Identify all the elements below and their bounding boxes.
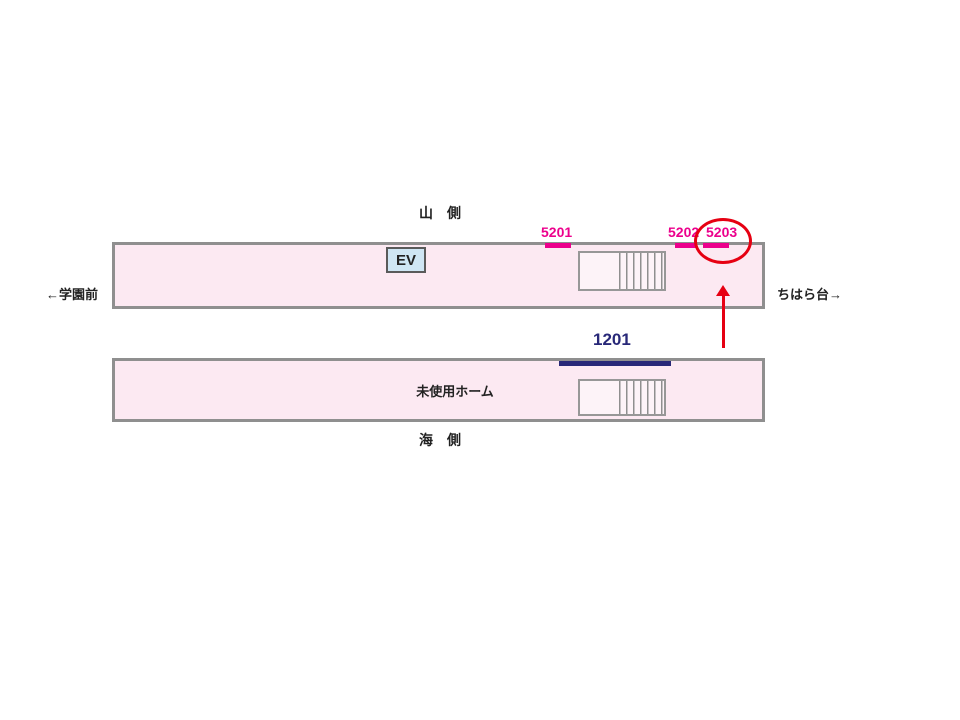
highlight-arrow-head-icon	[716, 285, 730, 296]
stairs-steps-icon	[618, 381, 664, 414]
highlight-arrow-line	[722, 295, 725, 348]
ad-label-5201: 5201	[541, 224, 573, 240]
elevator-box: EV	[386, 247, 426, 273]
direction-right-label: ちはら台→	[777, 287, 843, 302]
ad-mark-1201	[559, 361, 671, 366]
top-platform	[112, 242, 765, 309]
direction-left-label: ←学園前	[46, 287, 99, 302]
ad-mark-5201	[545, 243, 571, 248]
ad-label-5202: 5202	[668, 224, 700, 240]
ad-label-1201: 1201	[593, 330, 631, 349]
sea-side-label: 海 側	[419, 432, 461, 448]
highlight-circle-5203	[694, 218, 752, 264]
stairs-bottom	[578, 379, 666, 416]
stairs-steps-icon	[618, 253, 664, 289]
elevator-label: EV	[395, 251, 416, 269]
ad-mark-5202	[675, 243, 696, 248]
mountain-side-label: 山 側	[419, 205, 461, 221]
unused-platform-label: 未使用ホーム	[416, 384, 494, 399]
stairs-top	[578, 251, 666, 291]
